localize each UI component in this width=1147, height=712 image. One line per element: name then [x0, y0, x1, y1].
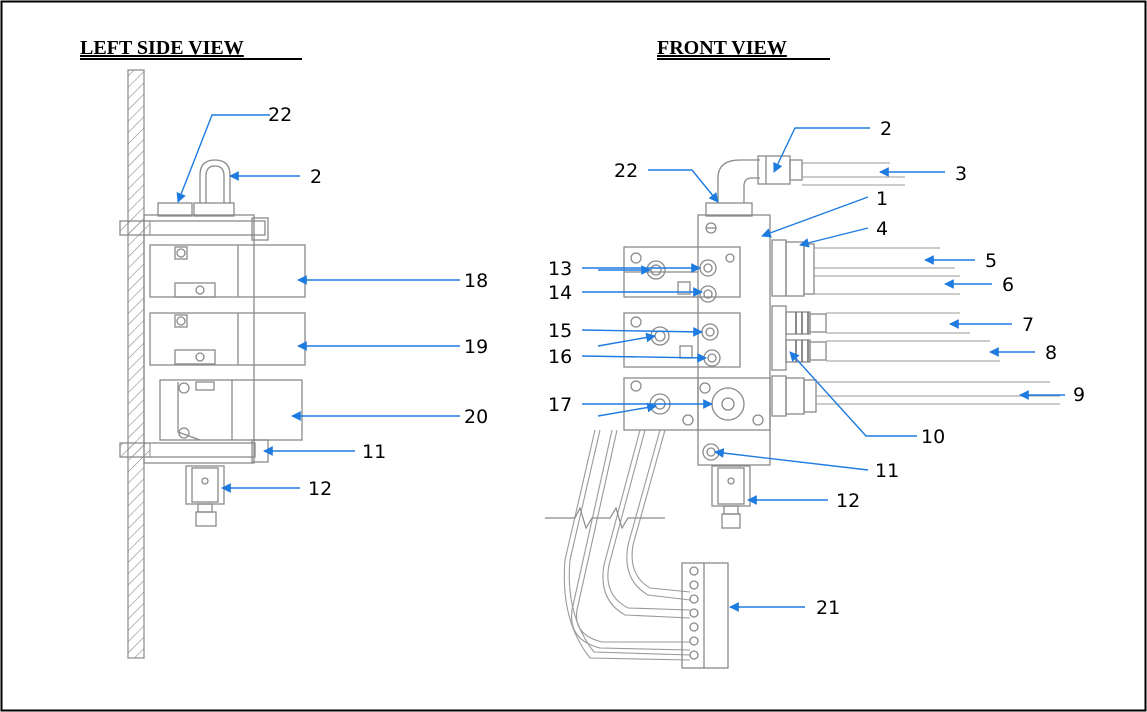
callout-2-left: 2 — [310, 166, 322, 188]
callout-21: 21 — [816, 597, 840, 619]
callout-13: 13 — [548, 258, 572, 280]
terminal-screws — [689, 566, 699, 660]
front-view-title: FRONT VIEW — [657, 37, 787, 59]
terminal-block — [681, 562, 729, 669]
left-side-view: 22 2 18 19 20 11 12 — [119, 69, 488, 659]
callout-22-front: 22 — [614, 160, 638, 182]
front-view: 2 3 22 1 4 5 6 13 14 7 15 16 8 9 17 10 1… — [545, 118, 1085, 669]
valve-19-body — [149, 312, 306, 366]
callout-18: 18 — [464, 270, 488, 292]
left-view-title: LEFT SIDE VIEW — [80, 37, 244, 59]
callout-2-front: 2 — [880, 118, 892, 140]
top-nut-front — [705, 202, 753, 217]
callout-8: 8 — [1045, 342, 1057, 364]
fitting-7-8 — [771, 305, 787, 371]
fitting-9 — [771, 375, 787, 417]
callout-16: 16 — [548, 346, 572, 368]
callout-22-left: 22 — [268, 104, 292, 126]
callout-10: 10 — [921, 426, 945, 448]
bolt-head-top — [251, 217, 269, 241]
top-nut-right — [193, 202, 235, 217]
elbow-fitting-left — [199, 159, 231, 203]
elbow-fitting-left-inner — [205, 165, 225, 203]
callout-20: 20 — [464, 406, 488, 428]
bolt-thread-top — [119, 220, 151, 236]
callout-11-left: 11 — [362, 441, 386, 463]
valve-18-body — [149, 244, 306, 298]
callout-6: 6 — [1002, 274, 1014, 296]
callout-4: 4 — [876, 218, 888, 240]
elbow-fitting-front — [717, 159, 760, 203]
callout-12-left: 12 — [308, 478, 332, 500]
callout-7: 7 — [1022, 314, 1034, 336]
callout-3: 3 — [955, 163, 967, 185]
callout-9: 9 — [1073, 384, 1085, 406]
callout-5: 5 — [985, 250, 997, 272]
manifold-plate — [143, 214, 255, 464]
callout-11-front: 11 — [875, 460, 899, 482]
manifold-body — [697, 214, 771, 466]
fitting-4 — [771, 239, 787, 297]
callout-1: 1 — [876, 188, 888, 210]
valve-20-body — [159, 379, 303, 441]
top-nut-left — [157, 202, 193, 217]
callout-12-front: 12 — [836, 490, 860, 512]
wire-bundle — [545, 429, 691, 661]
callout-17: 17 — [548, 394, 572, 416]
elbow-coupling — [757, 155, 791, 185]
callout-14: 14 — [548, 282, 572, 304]
callout-15: 15 — [548, 320, 572, 342]
front-valve-block-2 — [623, 312, 741, 368]
callout-19: 19 — [464, 336, 488, 358]
mounting-wall — [127, 69, 145, 659]
